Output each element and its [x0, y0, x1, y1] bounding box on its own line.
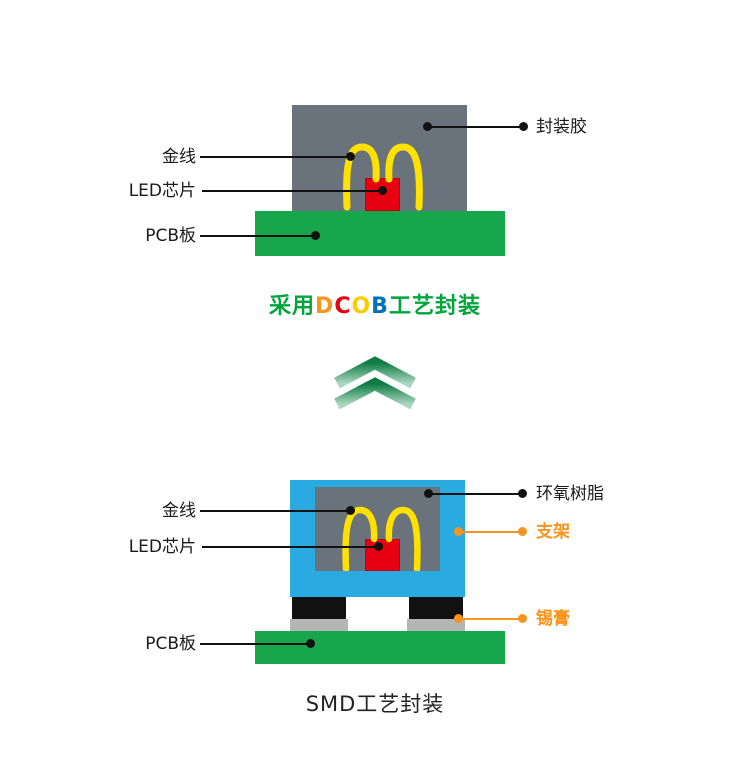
pcb-board-smd	[255, 631, 505, 664]
led-chip-callout-line	[202, 190, 382, 192]
gold-wire-callout-line	[200, 156, 350, 158]
pcb-label-smd: PCB板	[145, 634, 196, 654]
gold-wires	[343, 143, 423, 211]
epoxy-label: 环氧树脂	[536, 484, 604, 504]
epoxy-callout-line	[428, 493, 522, 495]
dcob-caption-part: D	[315, 294, 335, 319]
gold-wire-label-smd: 金线	[162, 501, 196, 521]
bracket-foot-left	[292, 597, 346, 619]
epoxy-callout-dot-outer	[518, 489, 527, 498]
dcob-caption-part: O	[351, 294, 372, 319]
solder-pad-right	[407, 619, 465, 631]
led-chip-callout-dot	[378, 186, 387, 195]
pcb-callout-dot	[311, 231, 320, 240]
gold-wire-callout-dot-smd	[346, 506, 355, 515]
led-chip-label-smd: LED芯片	[128, 537, 196, 557]
gold-wire-label: 金线	[162, 147, 196, 167]
encapsulant-label: 封装胶	[536, 117, 587, 137]
gold-wire-callout-dot	[346, 152, 355, 161]
pcb-callout-dot-smd	[306, 639, 315, 648]
bracket-callout-line	[458, 531, 522, 533]
encapsulant-callout-line	[427, 126, 523, 128]
smd-caption: SMD工艺封装	[305, 692, 445, 716]
dcob-caption-part: 工艺封装	[388, 294, 481, 319]
led-chip-callout-dot-smd	[374, 542, 383, 551]
bracket-callout-dot-outer	[518, 527, 527, 536]
led-chip-label: LED芯片	[128, 181, 196, 201]
led-chip-callout-line-smd	[202, 546, 378, 548]
dcob-caption-part: C	[334, 294, 352, 319]
pcb-callout-line	[200, 235, 315, 237]
upgrade-chevron-icon	[334, 356, 416, 410]
pcb-label: PCB板	[145, 226, 196, 246]
gold-wire-callout-line-smd	[200, 510, 350, 512]
solder-pad-left	[290, 619, 348, 631]
dcob-caption-part: 采用	[269, 294, 316, 319]
bracket-foot-right	[409, 597, 463, 619]
dcob-caption: 采用DCOB工艺封装	[0, 288, 750, 320]
solder-callout-dot-outer	[518, 614, 527, 623]
dcob-caption-part: B	[371, 294, 389, 319]
encapsulant-callout-dot-outer	[519, 122, 528, 131]
gold-wires-smd	[342, 506, 421, 571]
bracket-label: 支架	[536, 522, 570, 542]
solder-callout-line	[458, 618, 522, 620]
pcb-callout-line-smd	[200, 643, 310, 645]
pcb-board	[255, 211, 505, 256]
solder-label: 锡膏	[536, 609, 570, 629]
